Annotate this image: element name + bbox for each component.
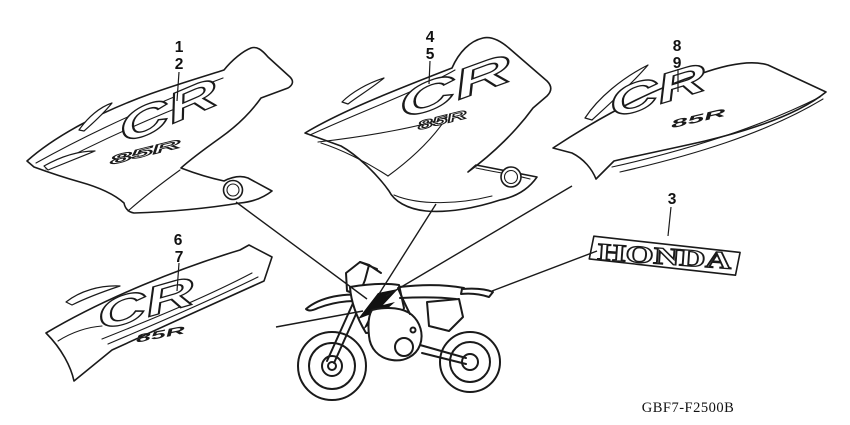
decal-top-sliver — [65, 285, 121, 306]
ref-pointer-line — [667, 206, 672, 237]
engine-cover — [394, 337, 414, 357]
part-number-1[interactable]: 1 — [175, 39, 184, 56]
ref-pointer-line — [176, 71, 180, 102]
decal-top-sliver — [78, 102, 113, 132]
front-wheel-rim — [308, 342, 356, 390]
seat-underline — [399, 296, 457, 300]
grommet-hole-inner — [503, 169, 519, 185]
decal-top-sliver — [341, 77, 385, 105]
leader-honda-emblem — [491, 250, 598, 292]
motorcycle-drawing — [297, 261, 501, 401]
decal-accent-line — [387, 116, 448, 177]
part-number-2[interactable]: 2 — [175, 56, 184, 73]
decal-accent-line — [57, 325, 103, 342]
decal-hem-line — [393, 194, 493, 204]
front-axle — [327, 361, 337, 371]
grommet-hole — [222, 179, 244, 201]
swingarm — [419, 344, 467, 365]
rear-wheel-rim — [449, 341, 491, 383]
handlebar — [359, 261, 382, 274]
frame-tube — [397, 287, 411, 315]
side-panel — [426, 298, 464, 332]
leader-shroud-center — [378, 203, 437, 295]
leader-stripe-right — [385, 185, 573, 297]
engine-bolt — [409, 326, 417, 334]
decal-stripe-left[interactable]: CR 85R — [45, 244, 273, 382]
drawing-code: GBF7-F2500B — [642, 400, 735, 416]
rear-fender — [460, 287, 494, 298]
honda-emblem[interactable]: HONDA — [588, 235, 741, 276]
decal-accent-line — [127, 169, 181, 212]
decal-shroud-center-outline — [304, 36, 552, 213]
front-wheel — [297, 331, 367, 401]
decal-accent-line — [35, 77, 224, 164]
decal-stripe-right-outline — [552, 62, 827, 180]
decal-shroud-left-outline — [26, 46, 294, 214]
part-number-8[interactable]: 8 — [673, 38, 682, 55]
part-number-5[interactable]: 5 — [426, 46, 435, 63]
rear-wheel-hub — [461, 353, 479, 371]
decal-accent-line — [320, 142, 389, 177]
leader-shroud-left — [235, 201, 368, 300]
decal-hem-line — [107, 276, 259, 345]
rear-wheel — [439, 331, 501, 393]
decal-stripe-right[interactable]: CR 85R — [552, 54, 827, 180]
leader-stripe-left — [275, 310, 364, 328]
part-number-4[interactable]: 4 — [426, 29, 435, 46]
ref-pointer-line — [176, 262, 180, 292]
decal-stripe-left-outline — [45, 244, 273, 382]
decal-hem-line — [619, 98, 824, 173]
part-number-7[interactable]: 7 — [175, 249, 184, 266]
ref-pointer-line — [428, 60, 431, 85]
part-number-9[interactable]: 9 — [673, 55, 682, 72]
decal-shroud-center[interactable]: CR 85R — [304, 36, 552, 213]
part-number-6[interactable]: 6 — [174, 232, 183, 249]
front-wheel-hub — [321, 355, 343, 377]
decal-accent-line — [317, 116, 448, 143]
decal-tail-sliver — [43, 150, 96, 171]
decal-hem-line — [101, 272, 253, 340]
honda-emblem-plate — [588, 235, 741, 276]
leader-lines — [235, 185, 598, 328]
decal-accent-line — [309, 69, 456, 136]
part-number-3[interactable]: 3 — [668, 191, 677, 208]
decal-top-sliver — [584, 64, 649, 121]
engine — [367, 306, 423, 362]
decal-hem-line — [611, 96, 821, 168]
seat-line — [398, 284, 465, 289]
honda-emblem-text: HONDA — [597, 240, 733, 275]
decal-shroud-left[interactable]: CR 85R — [26, 46, 294, 214]
grommet-hole — [500, 166, 522, 188]
part-reference-numbers: 1 2 4 5 8 9 3 6 7 — [174, 29, 682, 292]
grommet-hole-inner — [226, 183, 240, 197]
